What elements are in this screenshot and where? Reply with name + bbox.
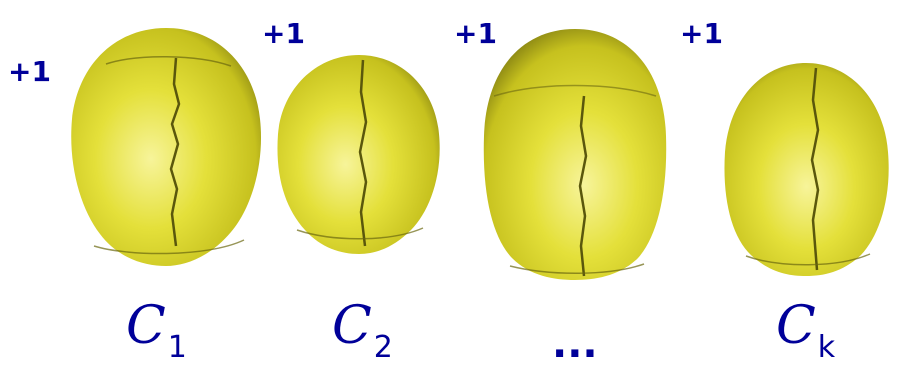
cluster-label-k: Ck [776,300,835,363]
cluster-label-1: C1 [126,300,187,363]
skull-image-1 [71,28,262,266]
cluster-label-subscript: k [817,330,836,365]
skull-image-2 [277,55,440,254]
increment-label-2: +1 [262,17,305,50]
cluster-label-subscript: 2 [373,330,393,365]
cluster-label-subscript: 1 [167,330,187,365]
skull-image-3 [483,29,667,280]
increment-label-1: +1 [8,55,51,88]
increment-label-4: +1 [680,17,723,50]
skull-image-4 [724,63,889,276]
cluster-label-letter: C [126,296,166,356]
increment-label-3: +1 [454,17,497,50]
cluster-label-letter: C [332,296,372,356]
ellipsis: ... [552,321,598,367]
cluster-label-letter: C [776,296,816,356]
cluster-label-2: C2 [332,300,393,363]
